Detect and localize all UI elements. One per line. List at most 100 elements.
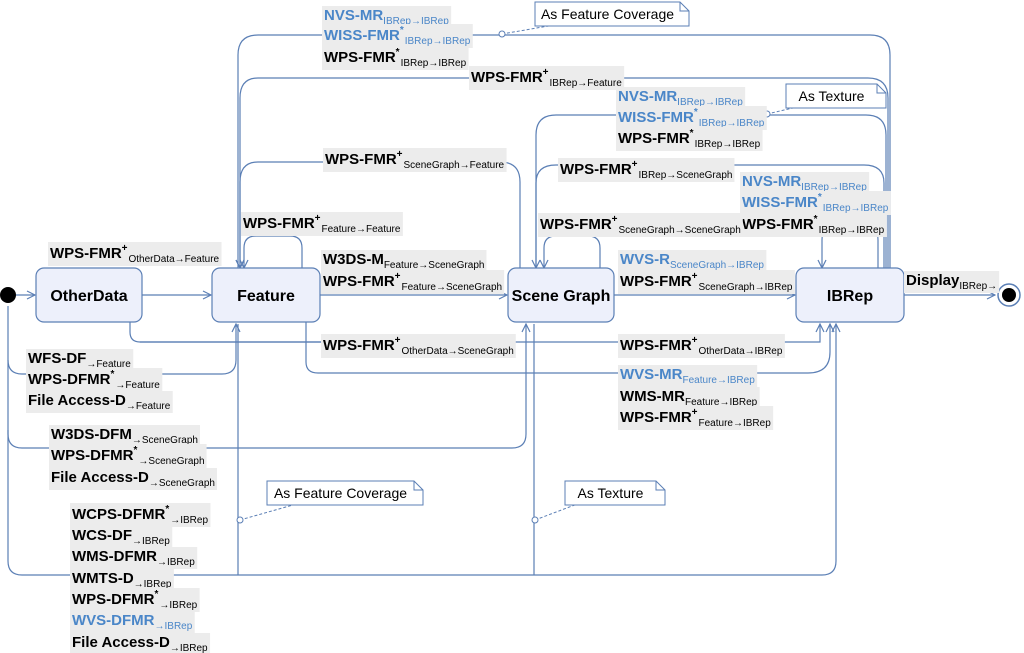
transition-label-file-access-sg: File Access-D→SceneGraph <box>49 468 217 490</box>
transition-label-wps-fmr-self: WPS-FMR*IBRep→IBRep <box>740 213 887 237</box>
transition-label-wps-fmr-otherdata-feature: WPS-FMR+OtherData→Feature <box>48 242 222 266</box>
transition-label-text: WISS-FMR*IBRep→IBRep <box>324 25 471 47</box>
label-main: NVS-MR <box>324 7 383 24</box>
transition-label-wps-fmr-feature-sg: WPS-FMR+Feature→SceneGraph <box>321 270 505 294</box>
label-sub: IBRep→IBRep <box>677 97 743 108</box>
transition-label-wcps-dfmr: WCPS-DFMR*→IBRep <box>70 503 211 527</box>
transition-label-file-access-ibrep: File Access-D→IBRep <box>70 633 211 653</box>
state-otherdata[interactable]: OtherData <box>35 267 143 323</box>
transition-label-wps-fmr-sg-sg: WPS-FMR+SceneGraph→SceneGraph <box>538 213 743 237</box>
transition-label-text: File Access-D→SceneGraph <box>51 469 215 489</box>
label-main: W3DS-DFM <box>51 426 132 443</box>
transition-label-wps-dfmr-ibrep: WPS-DFMR*→IBRep <box>70 588 200 612</box>
label-main: WMS-DFMR <box>72 548 157 565</box>
label-main: WPS-FMR <box>618 130 690 147</box>
label-sub: Feature→IBRep <box>683 375 756 386</box>
transition-label-wms-mr: WMS-MRFeature→IBRep <box>618 387 760 409</box>
label-sub: →IBRep <box>132 536 170 547</box>
transition-label-text: WPS-DFMR*→SceneGraph <box>51 445 205 467</box>
label-main: WISS-FMR <box>742 194 818 211</box>
transition-label-text: WMS-MRFeature→IBRep <box>620 388 758 408</box>
label-sub: OtherData→IBRep <box>699 346 783 357</box>
state-label: Feature <box>237 288 295 305</box>
transition-label-text: WMTS-D→IBRep <box>72 570 172 590</box>
transition-label-wiss-fmr-self: WISS-FMR*IBRep→IBRep <box>740 191 891 215</box>
label-main: WPS-FMR <box>324 49 396 66</box>
label-main: WFS-DF <box>28 350 86 367</box>
label-sup: + <box>692 335 698 346</box>
label-main: WVS-R <box>620 251 670 268</box>
label-sub: Feature→IBRep <box>699 418 772 429</box>
transition-label-text: WPS-FMR+IBRep→Feature <box>471 67 622 89</box>
transition-label-text: WVS-DFMR→IBRep <box>72 612 193 632</box>
transition-label-text: WVS-RSceneGraph→IBRep <box>620 251 764 271</box>
label-sup: * <box>818 192 822 203</box>
label-main: WPS-FMR <box>50 245 122 262</box>
transition-label-text: File Access-D→IBRep <box>72 634 208 653</box>
state-feature[interactable]: Feature <box>211 267 321 323</box>
label-sup: + <box>543 67 549 78</box>
state-ibrep[interactable]: IBRep <box>795 267 905 323</box>
transition-label-text: WPS-FMR+IBRep→SceneGraph <box>560 159 732 181</box>
label-sub: SceneGraph→Feature <box>404 160 505 171</box>
label-main: File Access-D <box>51 469 149 486</box>
transition-label-text: W3DS-MFeature→SceneGraph <box>323 251 484 271</box>
label-sup: + <box>395 271 401 282</box>
transition-label-text: W3DS-DFM→SceneGraph <box>51 426 198 446</box>
label-sup: + <box>632 159 638 170</box>
label-sub: →Feature <box>115 380 160 391</box>
transition-label-wps-fmr-feature-ibrep: WPS-FMR+Feature→IBRep <box>618 406 774 430</box>
label-sup: * <box>690 128 694 139</box>
label-main: WPS-FMR <box>620 337 692 354</box>
label-main: WPS-FMR <box>540 216 612 233</box>
transition-label-wvs-dfmr: WVS-DFMR→IBRep <box>70 611 195 633</box>
note-link-bottom-texture <box>534 502 581 521</box>
label-sup: + <box>612 214 618 225</box>
label-sub: OtherData→Feature <box>129 254 220 265</box>
transition-label-wps-dfmr-sg: WPS-DFMR*→SceneGraph <box>49 444 207 468</box>
transition-label-nvs-mr-mid: NVS-MRIBRep→IBRep <box>616 87 746 109</box>
label-main: WPS-FMR <box>243 215 315 232</box>
label-sub: →Feature <box>126 401 171 412</box>
transition-label-text: NVS-MRIBRep→IBRep <box>618 88 743 108</box>
edge-sg-self <box>544 235 601 268</box>
transition-label-wvs-r: WVS-RSceneGraph→IBRep <box>618 250 767 272</box>
label-main: WPS-DFMR <box>51 447 134 464</box>
transition-label-wmts-d: WMTS-D→IBRep <box>70 569 174 591</box>
initial-state-node <box>0 287 16 303</box>
transition-label-wps-fmr-sg-ibrep: WPS-FMR+SceneGraph→IBRep <box>618 270 795 294</box>
transition-label-text: File Access-D→Feature <box>28 392 171 412</box>
label-sub: IBRep→IBRep <box>695 139 761 150</box>
transition-label-text: WPS-FMR+SceneGraph→SceneGraph <box>540 214 741 236</box>
transition-label-text: WFS-DF→Feature <box>28 350 131 370</box>
label-main: WPS-FMR <box>560 161 632 178</box>
transition-label-wps-fmr-mid: WPS-FMR*IBRep→IBRep <box>616 127 763 151</box>
transition-label-text: WISS-FMR*IBRep→IBRep <box>742 192 889 214</box>
transition-label-text: WPS-FMR+OtherData→Feature <box>50 243 220 265</box>
label-sup: * <box>134 445 138 456</box>
label-main: WPS-FMR <box>323 337 395 354</box>
transition-label-text: DisplayIBRep→ <box>906 272 997 292</box>
state-scene-graph[interactable]: Scene Graph <box>507 267 615 323</box>
note-text: As Texture <box>799 88 865 104</box>
transition-label-wps-fmr-ibrep-sg: WPS-FMR+IBRep→SceneGraph <box>558 158 735 182</box>
label-sub: →SceneGraph <box>149 478 215 489</box>
label-sup: + <box>395 335 401 346</box>
transition-label-file-access-feature: File Access-D→Feature <box>26 391 173 413</box>
transition-label-text: WPS-DFMR*→Feature <box>28 369 160 391</box>
label-sub: →IBRep <box>157 557 195 568</box>
label-main: WMTS-D <box>72 570 134 587</box>
edge-otherdata-sg <box>129 322 507 342</box>
label-sup: * <box>396 47 400 58</box>
transition-label-wms-dfmr: WMS-DFMR→IBRep <box>70 547 198 569</box>
label-sup: + <box>692 271 698 282</box>
label-sub: →IBRep <box>155 621 193 632</box>
transition-label-text: WCPS-DFMR*→IBRep <box>72 504 208 526</box>
label-main: Display <box>906 272 960 289</box>
label-main: WCPS-DFMR <box>72 506 165 523</box>
label-sup: * <box>814 214 818 225</box>
label-sub: IBRep→IBRep <box>699 118 765 129</box>
label-main: WISS-FMR <box>324 27 400 44</box>
label-sub: IBRep→IBRep <box>819 225 885 236</box>
